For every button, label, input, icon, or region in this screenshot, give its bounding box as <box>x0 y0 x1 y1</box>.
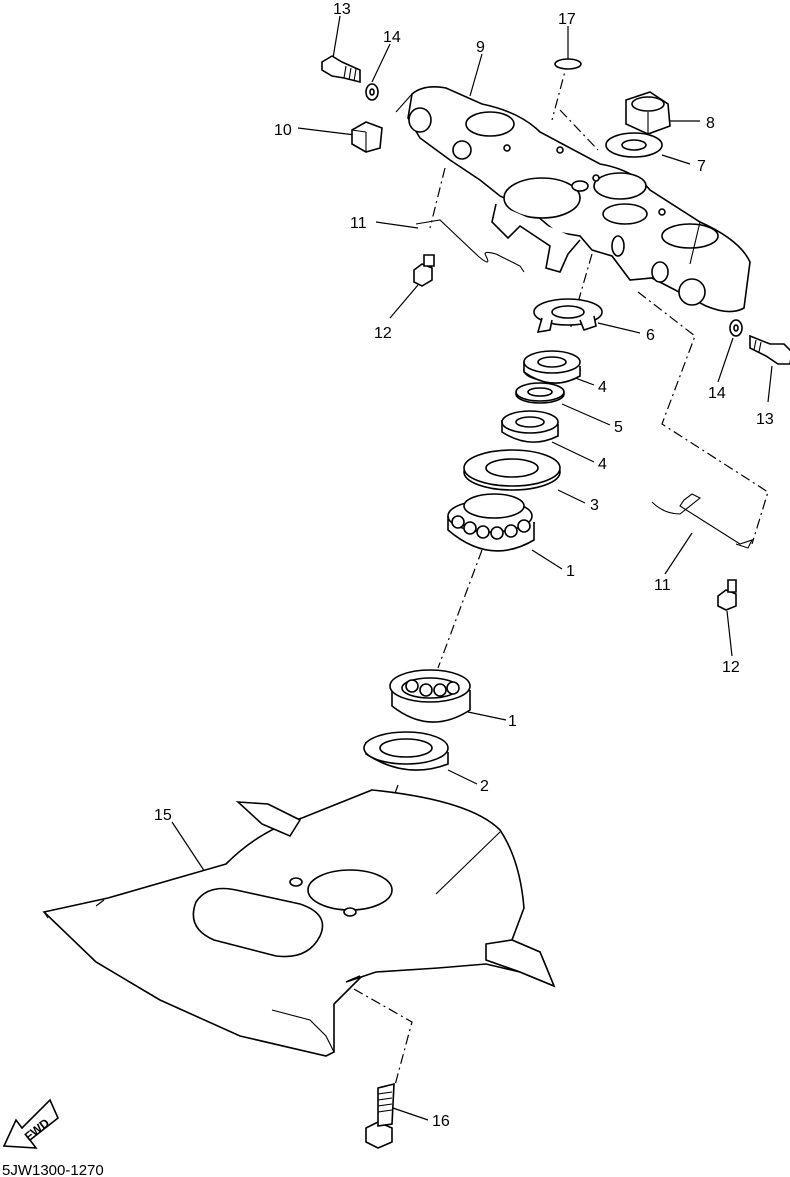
forward-arrow-icon: FWD <box>2 1098 59 1149</box>
part-4-ring-nut-upper <box>523 350 581 384</box>
part-1-bearing-upper <box>447 493 535 552</box>
part-11-clip-right <box>651 493 754 549</box>
callout-8: 8 <box>706 115 715 132</box>
leader-lines <box>171 15 773 1121</box>
part-1-bearing-lower <box>389 669 471 723</box>
part-13-bolt-right <box>749 334 790 365</box>
part-5-washer <box>515 382 565 404</box>
callout-7: 7 <box>697 158 706 175</box>
part-15-lower-bracket <box>42 789 556 1057</box>
callout-4-lower: 4 <box>598 456 607 473</box>
part-11-clip-upper <box>415 219 525 273</box>
callout-5: 5 <box>614 419 623 436</box>
callout-11: 11 <box>350 215 367 232</box>
part-17-cap <box>554 58 582 70</box>
part-10-block <box>351 121 383 153</box>
part-3-seal <box>463 449 561 491</box>
callout-13: 13 <box>333 1 351 18</box>
diagram-code: 5JW1300-1270 <box>2 1162 104 1177</box>
part-12-bolt-right <box>717 579 737 611</box>
upper-bracket <box>395 86 751 313</box>
callout-11-right: 11 <box>654 577 671 594</box>
callout-2: 2 <box>480 778 489 795</box>
part-13-bolt-upper <box>321 55 361 84</box>
callout-3: 3 <box>590 497 599 514</box>
part-2-seal <box>363 731 449 771</box>
callout-14: 14 <box>383 29 401 46</box>
callout-numbers: 13 14 9 17 8 10 7 11 12 6 4 14 13 5 4 3 … <box>154 1 774 1130</box>
part-8-nut <box>625 91 671 135</box>
callout-15: 15 <box>154 807 172 824</box>
callout-12-right: 12 <box>722 659 740 676</box>
callout-6: 6 <box>646 327 655 344</box>
callout-14-right: 14 <box>708 385 726 402</box>
callout-12: 12 <box>374 325 392 342</box>
callout-13-right: 13 <box>756 411 774 428</box>
callout-9: 9 <box>476 39 485 56</box>
callout-1-lower: 1 <box>508 713 517 730</box>
part-7-washer <box>605 132 663 158</box>
part-12-bolt-upper <box>413 254 435 287</box>
part-4-ring-nut-lower <box>501 410 559 443</box>
callout-4: 4 <box>598 379 607 396</box>
part-14-washer-upper <box>365 83 379 101</box>
part-16-bolt <box>365 1082 395 1149</box>
part-6-plate <box>533 298 603 333</box>
callout-16: 16 <box>432 1113 450 1130</box>
callout-10: 10 <box>274 122 292 139</box>
part-14-washer-right <box>729 319 743 337</box>
callout-1: 1 <box>566 563 575 580</box>
callout-17: 17 <box>558 11 576 28</box>
